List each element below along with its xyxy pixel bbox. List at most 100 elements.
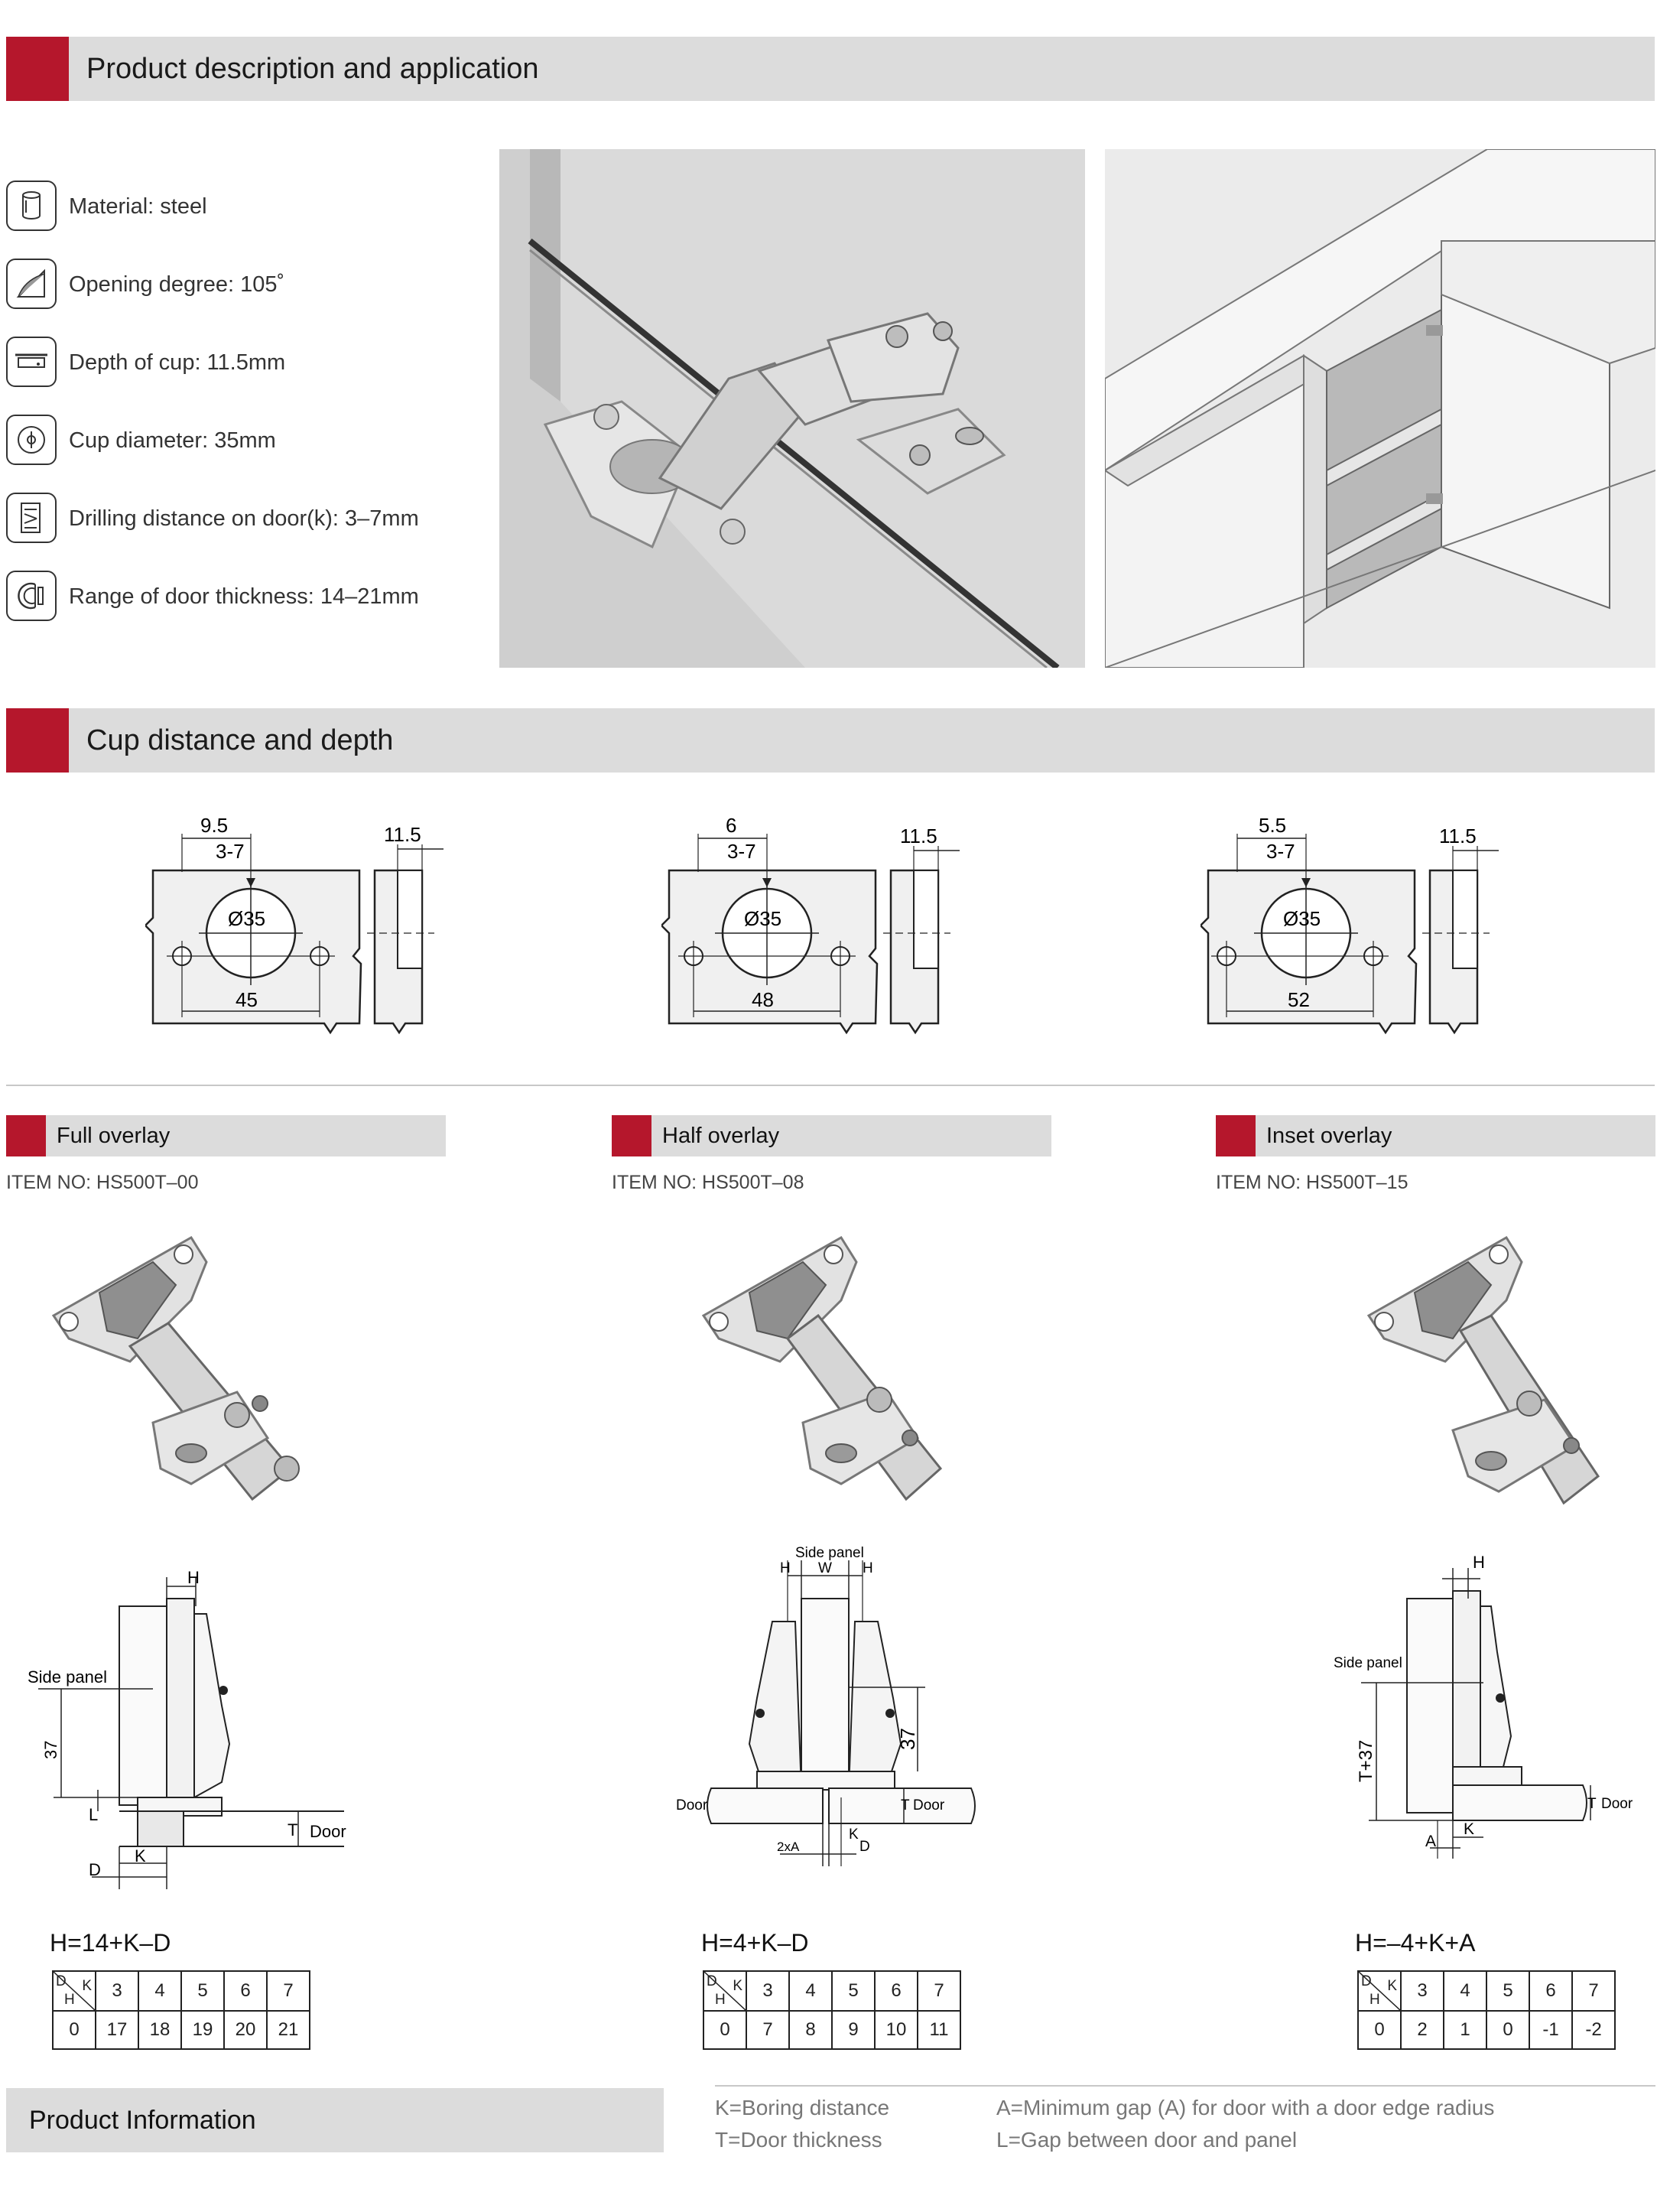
side-panel-label: Side panel [1334,1655,1402,1671]
d-value: 0 [703,2010,747,2050]
dim-a-label: A [1425,1833,1436,1850]
dim-top: 6 [726,814,736,837]
k-value: 3 [95,1970,139,2012]
formula: H=14+K–D [50,1929,171,1957]
section-title: Cup distance and depth [86,724,394,756]
variant-header-half-overlay: Half overlay [612,1115,1051,1156]
side-panel-label: Side panel [28,1667,107,1687]
installation-diagram-half-overlay: Side panel H W H 37 Door T Door K 2xA D [673,1545,1009,1866]
variant-header-inset-overlay: Inset overlay [1216,1115,1655,1156]
dim-t-label: T [288,1820,297,1840]
dim-h-label: H [780,1560,791,1576]
h-value: 1 [1443,2010,1487,2050]
variant-accent [612,1115,651,1156]
dim-bottom: 45 [236,988,258,1011]
h-value: 21 [266,2010,310,2050]
dim-37-label: 37 [896,1728,919,1750]
dim-top: 5.5 [1259,814,1286,837]
item-number: ITEM NO: HS500T–15 [1216,1172,1408,1193]
h-value: 9 [831,2010,876,2050]
k-value: 4 [788,1970,833,2012]
section-accent [6,37,69,101]
formula: H=–4+K+A [1355,1929,1476,1957]
h-value: -2 [1571,2010,1616,2050]
variant-header-full-overlay: Full overlay [6,1115,446,1156]
dim-h-label: H [1473,1553,1485,1572]
spec-label: Material: steel [69,194,207,219]
item-number: ITEM NO: HS500T–08 [612,1172,804,1193]
legend-t: T=Door thickness [715,2128,882,2152]
h-value: 10 [874,2010,918,2050]
d-value: 0 [1357,2010,1402,2050]
hinge-product-image-full-overlay [38,1231,344,1522]
dim-boring: 3-7 [1266,840,1295,863]
section-accent [6,708,69,773]
d-value: 0 [52,2010,96,2050]
hinge-product-image-inset-overlay [1353,1231,1659,1522]
k-value: 5 [1486,1970,1530,2012]
hinge-installed-photo [499,149,1085,668]
legend-k: K=Boring distance [715,2096,890,2119]
k-value: 3 [746,1970,790,2012]
dim-2xa-label: 2xA [777,1840,800,1854]
spec-label: Drilling distance on door(k): 3–7mm [69,506,419,531]
h-value: 11 [917,2010,961,2050]
k-value: 7 [1571,1970,1616,2012]
h-value: 19 [180,2010,225,2050]
door-label: Door [310,1822,346,1841]
h-value: -1 [1529,2010,1573,2050]
h-value: 2 [1400,2010,1444,2050]
variant-accent [6,1115,46,1156]
dim-depth: 11.5 [1439,825,1477,847]
variant-accent [1216,1115,1256,1156]
k-value: 6 [874,1970,918,2012]
section-divider [6,1085,1655,1086]
product-info-title: Product Information [29,2106,256,2135]
dim-37-label: 37 [41,1741,60,1759]
dim-bottom: 52 [1288,988,1310,1011]
dim-bottom: 48 [752,988,774,1011]
spec-label: Opening degree: 105˚ [69,272,285,297]
cup-depth-icon [6,337,57,387]
product-info-bar: Product Information [6,2088,664,2152]
k-value: 5 [831,1970,876,2012]
dim-d-label: D [89,1860,101,1879]
legend-a: A=Minimum gap (A) for door with a door e… [996,2096,1495,2119]
section-header-description: Product description and application [6,37,1655,101]
dim-depth: 11.5 [900,825,937,847]
dim-diameter: Ø35 [228,907,265,930]
h-value: 7 [746,2010,790,2050]
cup-diagram-2: 6 3-7 Ø35 48 11.5 [660,811,983,1040]
dim-diameter: Ø35 [744,907,781,930]
k-value: 7 [917,1970,961,2012]
k-value: 4 [1443,1970,1487,2012]
dim-k-label: K [849,1827,859,1843]
k-value: 6 [1529,1970,1573,2012]
h-value: 17 [95,2010,139,2050]
h-value: 0 [1486,2010,1530,2050]
door-label: Door [676,1797,708,1814]
item-number: ITEM NO: HS500T–00 [6,1172,199,1193]
dim-t37-label: T+37 [1356,1740,1376,1782]
dim-t-label: T [901,1797,910,1814]
dim-h-label: H [187,1568,200,1587]
dim-k-label: K [1464,1820,1474,1838]
dim-k-label: K [135,1846,146,1866]
side-panel-label: Side panel [795,1545,864,1561]
formula: H=4+K–D [701,1929,809,1957]
dim-t-label: T [1587,1796,1597,1812]
dim-depth: 11.5 [384,823,421,846]
variant-title: Half overlay [662,1124,780,1148]
cup-diagram-1: 9.5 3-7 Ø35 45 11.5 [144,811,466,1040]
legend-divider [715,2085,1655,2087]
installation-diagram-full-overlay: H Side panel 37 L Door T K D [23,1568,359,1889]
dim-w-label: W [818,1560,832,1576]
h-value: 20 [223,2010,268,2050]
spec-label: Depth of cup: 11.5mm [69,350,286,375]
legend-l: L=Gap between door and panel [996,2128,1298,2152]
dim-boring: 3-7 [727,840,756,863]
spec-label: Range of door thickness: 14–21mm [69,584,419,609]
